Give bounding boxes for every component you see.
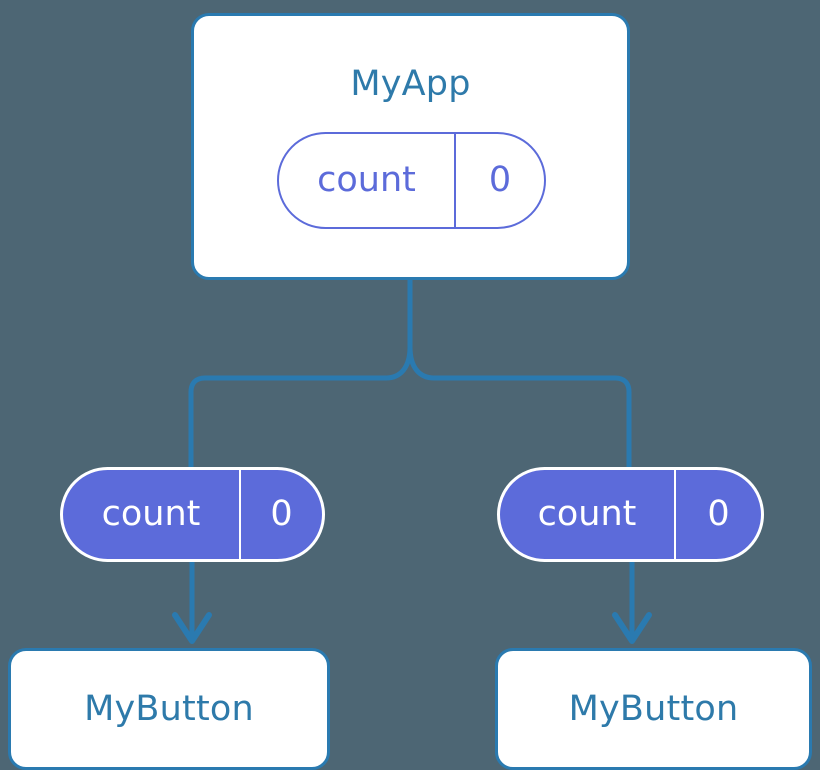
- component-box-mybutton-right[interactable]: MyButton: [495, 648, 812, 770]
- state-pill-branch-left[interactable]: count 0: [60, 467, 325, 562]
- state-pill-branch-right[interactable]: count 0: [497, 467, 764, 562]
- branch-wire-left: [188, 344, 413, 473]
- arrow-head-left: [172, 612, 212, 644]
- component-label-mybutton-left: MyButton: [84, 689, 254, 729]
- state-key-branch-left: count: [101, 494, 201, 534]
- state-value-branch-right: 0: [674, 470, 761, 559]
- state-value-branch-left: 0: [239, 470, 322, 559]
- arrow-head-right: [612, 612, 652, 644]
- component-label-myapp: MyApp: [350, 64, 471, 104]
- branch-wire-right: [407, 344, 632, 473]
- component-label-mybutton-right: MyButton: [568, 689, 739, 729]
- state-key-branch-right: count: [537, 494, 637, 534]
- state-value-root: 0: [454, 134, 544, 227]
- state-key-root: count: [317, 160, 416, 200]
- state-pill-root[interactable]: count 0: [277, 132, 546, 229]
- component-box-mybutton-left[interactable]: MyButton: [8, 648, 330, 770]
